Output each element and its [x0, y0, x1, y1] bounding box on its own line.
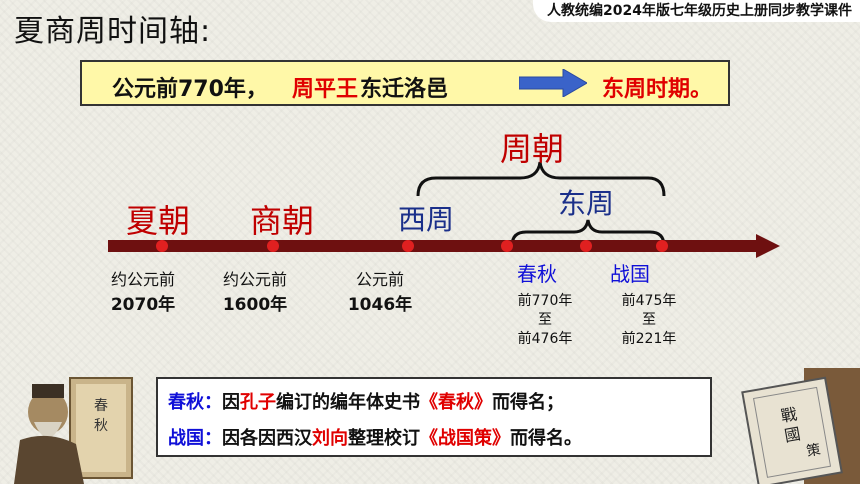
dynasty-xia: 夏朝	[126, 202, 191, 240]
key-fact-result: 东周时期。	[602, 77, 713, 102]
date-xia: 约公元前 2070年	[110, 270, 176, 315]
point-chunqiu	[501, 240, 513, 252]
dynasty-west-zhou: 西周	[398, 203, 455, 236]
date-shang: 约公元前 1600年	[222, 270, 288, 315]
zhou-brace	[416, 161, 666, 197]
svg-text:策: 策	[805, 441, 822, 460]
date-west-zhou: 公元前 1046年	[347, 270, 413, 315]
key-fact-event: 东迁洛邑	[360, 77, 449, 102]
dynasty-zhou: 周朝	[500, 130, 565, 168]
page-title: 夏商周时间轴:	[14, 14, 212, 49]
dynasty-east-zhou: 东周	[558, 187, 615, 220]
point-west-zhou	[402, 240, 414, 252]
point-shang	[267, 240, 279, 252]
right-arrow-icon	[519, 69, 587, 97]
svg-text:國: 國	[783, 424, 802, 445]
point-xia	[156, 240, 168, 252]
key-fact-box: 公元前770年， 周平王 东迁洛邑 东周时期。	[80, 60, 730, 106]
notes-box: 春秋：因孔子编订的编年体史书《春秋》而得名； 战国：因各因西汉刘向整理校订《战国…	[156, 377, 712, 457]
zhanguoce-book-image: 戰 國 策	[741, 368, 860, 484]
date-chunqiu: 前770年 至 前476年	[517, 293, 573, 347]
period-zhanguo: 战国	[610, 262, 650, 286]
date-zhanguo: 前475年 至 前221年	[621, 293, 677, 347]
dynasty-shang: 商朝	[250, 202, 315, 240]
confucius-scholar-image: 春 秋	[14, 377, 133, 484]
svg-text:春: 春	[94, 398, 108, 414]
course-banner: 人教统编2024年版七年级历史上册同步教学课件	[533, 0, 860, 22]
timeline-arrowhead	[756, 234, 780, 258]
point-end	[656, 240, 668, 252]
note-chunqiu: 春秋：因孔子编订的编年体史书《春秋》而得名；	[168, 392, 564, 413]
key-fact-king: 周平王	[292, 77, 359, 102]
period-chunqiu: 春秋	[517, 262, 557, 286]
svg-text:戰: 戰	[779, 404, 798, 425]
note-zhanguo: 战国：因各因西汉刘向整理校订《战国策》而得名。	[168, 428, 582, 449]
east-zhou-brace	[510, 219, 666, 247]
svg-text:秋: 秋	[94, 418, 108, 434]
key-fact-date: 公元前770年，	[112, 77, 268, 102]
point-zhanguo	[580, 240, 592, 252]
